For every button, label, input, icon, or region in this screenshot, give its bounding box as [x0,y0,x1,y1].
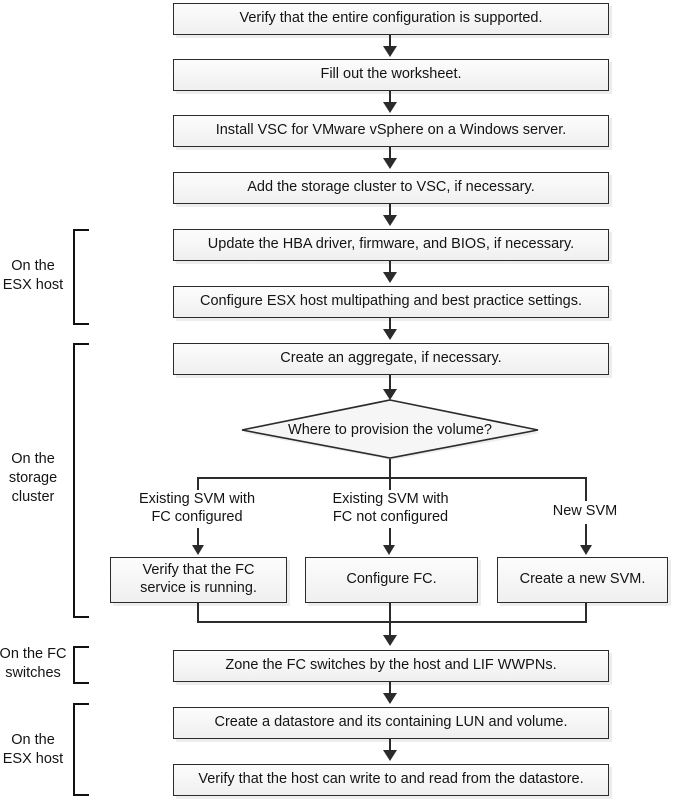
connector-create-aggregate-to-decision [388,375,392,392]
connector-branch2-down [388,476,391,490]
flow-node-create-aggregate[interactable]: Create an aggregate, if necessary. [173,343,609,375]
decision-diamond-shape [241,399,540,460]
connector-branch3-down [585,476,587,501]
connector-zone-to-create-datastore [388,682,392,699]
flow-node-verify-datastore[interactable]: Verify that the host can write to and re… [173,764,609,796]
arrowhead-to-verify-datastore [383,750,397,761]
arrowhead-to-decision [383,389,397,400]
phase-label-fc-switches: On the FC switches [0,646,67,681]
flow-node-verify-config[interactable]: Verify that the entire configuration is … [173,3,609,35]
arrowhead-to-add-cluster [383,158,397,169]
connector-decision-stem [388,459,392,479]
connector-merge-branch1 [197,603,199,623]
connector-branch1-to-node [197,528,199,550]
phase-bracket-esx-host-bottom [73,703,89,796]
connector-worksheet-to-install-vsc [388,91,392,109]
connector-branch3-to-node [585,524,587,550]
flow-node-zone-switches[interactable]: Zone the FC switches by the host and LIF… [173,650,609,682]
flow-node-install-vsc[interactable]: Install VSC for VMware vSphere on a Wind… [173,115,609,147]
connector-branch-split-bar [197,476,587,479]
flow-node-update-hba[interactable]: Update the HBA driver, firmware, and BIO… [173,229,609,261]
phase-label-storage-cluster: On the storage cluster [8,451,58,505]
flow-node-fill-worksheet[interactable]: Fill out the worksheet. [173,59,609,91]
decision-label: Where to provision the volume? [288,422,492,438]
phase-bracket-fc-switches [73,646,89,684]
connector-add-cluster-to-update-hba [388,204,392,222]
flow-node-add-cluster[interactable]: Add the storage cluster to VSC, if neces… [173,172,609,204]
arrowhead-to-create-datastore [383,693,397,704]
arrowhead-to-update-hba [383,215,397,226]
edge-label-existing-svm-fc-configured: Existing SVM with FC configured [138,491,256,526]
flow-node-configure-esx[interactable]: Configure ESX host multipathing and best… [173,286,609,318]
connector-merge-bar [197,621,587,624]
connector-create-datastore-to-verify [388,739,392,756]
arrowhead-to-worksheet [383,46,397,57]
connector-update-hba-to-configure-esx [388,261,392,279]
phase-bracket-storage-cluster [73,343,89,618]
arrowhead-to-install-vsc [383,102,397,113]
connector-configure-esx-to-create-aggregate [388,318,392,337]
arrowhead-branch3 [580,545,592,555]
connector-verify-to-worksheet [388,35,392,53]
connector-merge-branch2-stem [388,603,392,639]
connector-merge-branch3 [585,603,587,623]
flow-node-create-new-svm[interactable]: Create a new SVM. [497,557,668,603]
arrowhead-to-configure-esx [383,272,397,283]
edge-label-existing-svm-fc-not-configured: Existing SVM with FC not configured [332,491,449,526]
arrowhead-branch1 [192,545,204,555]
arrowhead-to-create-aggregate [383,329,397,340]
phase-label-esx-host-top: On the ESX host [2,258,64,293]
connector-branch2-to-node [388,528,391,550]
connector-install-vsc-to-add-cluster [388,147,392,165]
arrowhead-to-zone-switches [383,635,397,646]
connector-branch1-down [197,476,199,490]
decision-where-provision[interactable]: Where to provision the volume? [238,398,542,462]
arrowhead-branch2 [383,545,395,555]
flow-node-verify-fc-service[interactable]: Verify that the FC service is running. [110,557,287,603]
flow-node-create-datastore[interactable]: Create a datastore and its containing LU… [173,707,609,739]
phase-bracket-esx-host-top [73,229,89,325]
phase-label-esx-host-bottom: On the ESX host [2,732,64,767]
flow-node-configure-fc[interactable]: Configure FC. [305,557,478,603]
edge-label-new-svm: New SVM [552,503,618,519]
